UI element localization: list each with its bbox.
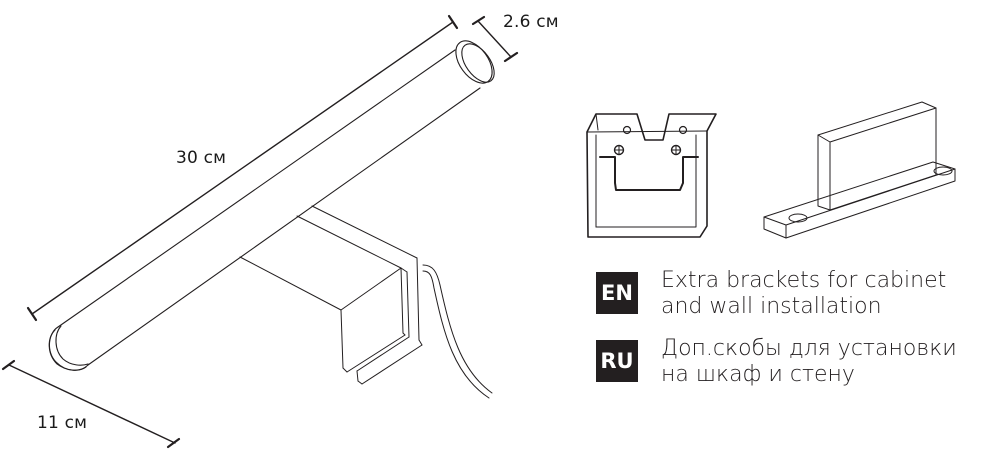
depth-label: 11 см	[37, 413, 88, 433]
legend-text-en: Extra brackets for cabinet and wall inst…	[661, 268, 946, 320]
language-badge-ru: RU	[596, 340, 638, 382]
legend-line: Доп.скобы для установки	[661, 336, 957, 361]
cabinet-bracket-drawing	[586, 113, 717, 238]
legend-line: на шкаф и стену	[661, 362, 855, 387]
power-cable	[422, 264, 493, 399]
dimension-line-depth	[1, 359, 181, 449]
dimension-line-diameter	[471, 15, 519, 63]
legend-line: Extra brackets for cabinet	[661, 268, 947, 293]
dimension-line-length	[26, 14, 459, 322]
length-label: 30 см	[176, 148, 227, 168]
mounting-arm	[239, 205, 423, 385]
diameter-label: 2.6 см	[503, 12, 559, 32]
legend-ru: RU Доп.скобы для установки на шкаф и сте…	[596, 336, 957, 388]
wall-bracket-drawing	[763, 101, 956, 239]
language-badge-en: EN	[596, 272, 638, 314]
legend-line: and wall installation	[661, 294, 882, 319]
lamp-tube	[48, 40, 495, 371]
legend-en: EN Extra brackets for cabinet and wall i…	[596, 268, 946, 320]
legend-text-ru: Доп.скобы для установки на шкаф и стену	[661, 336, 957, 388]
